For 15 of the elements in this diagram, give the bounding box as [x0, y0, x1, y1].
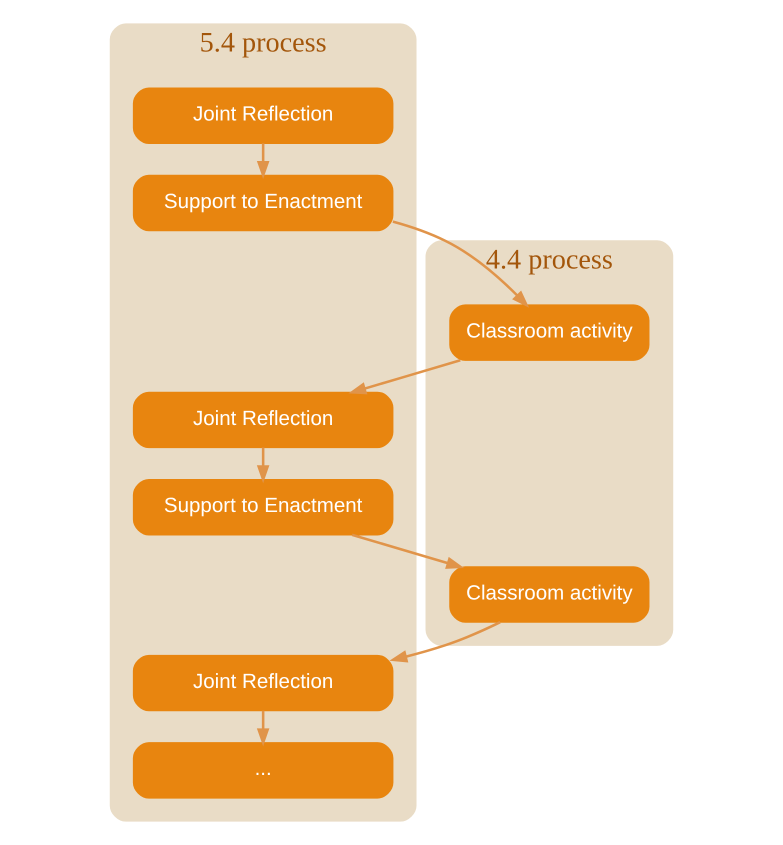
node-box: Support to Enactment — [132, 478, 394, 536]
arrow — [392, 220, 530, 308]
arrow — [352, 534, 464, 569]
node-box: Classroom activity — [449, 304, 650, 361]
node-box: Support to Enactment — [132, 174, 394, 232]
arrow — [256, 143, 270, 179]
node-box: Joint Reflection — [132, 654, 394, 712]
node-box: Classroom activity — [449, 566, 650, 623]
node-box: Joint Reflection — [132, 392, 394, 448]
node-box: ... — [132, 742, 394, 799]
arrow — [256, 710, 270, 746]
arrow — [389, 621, 501, 663]
arrow — [348, 359, 461, 394]
node-box: Joint Reflection — [132, 88, 394, 144]
arrow — [256, 448, 270, 484]
